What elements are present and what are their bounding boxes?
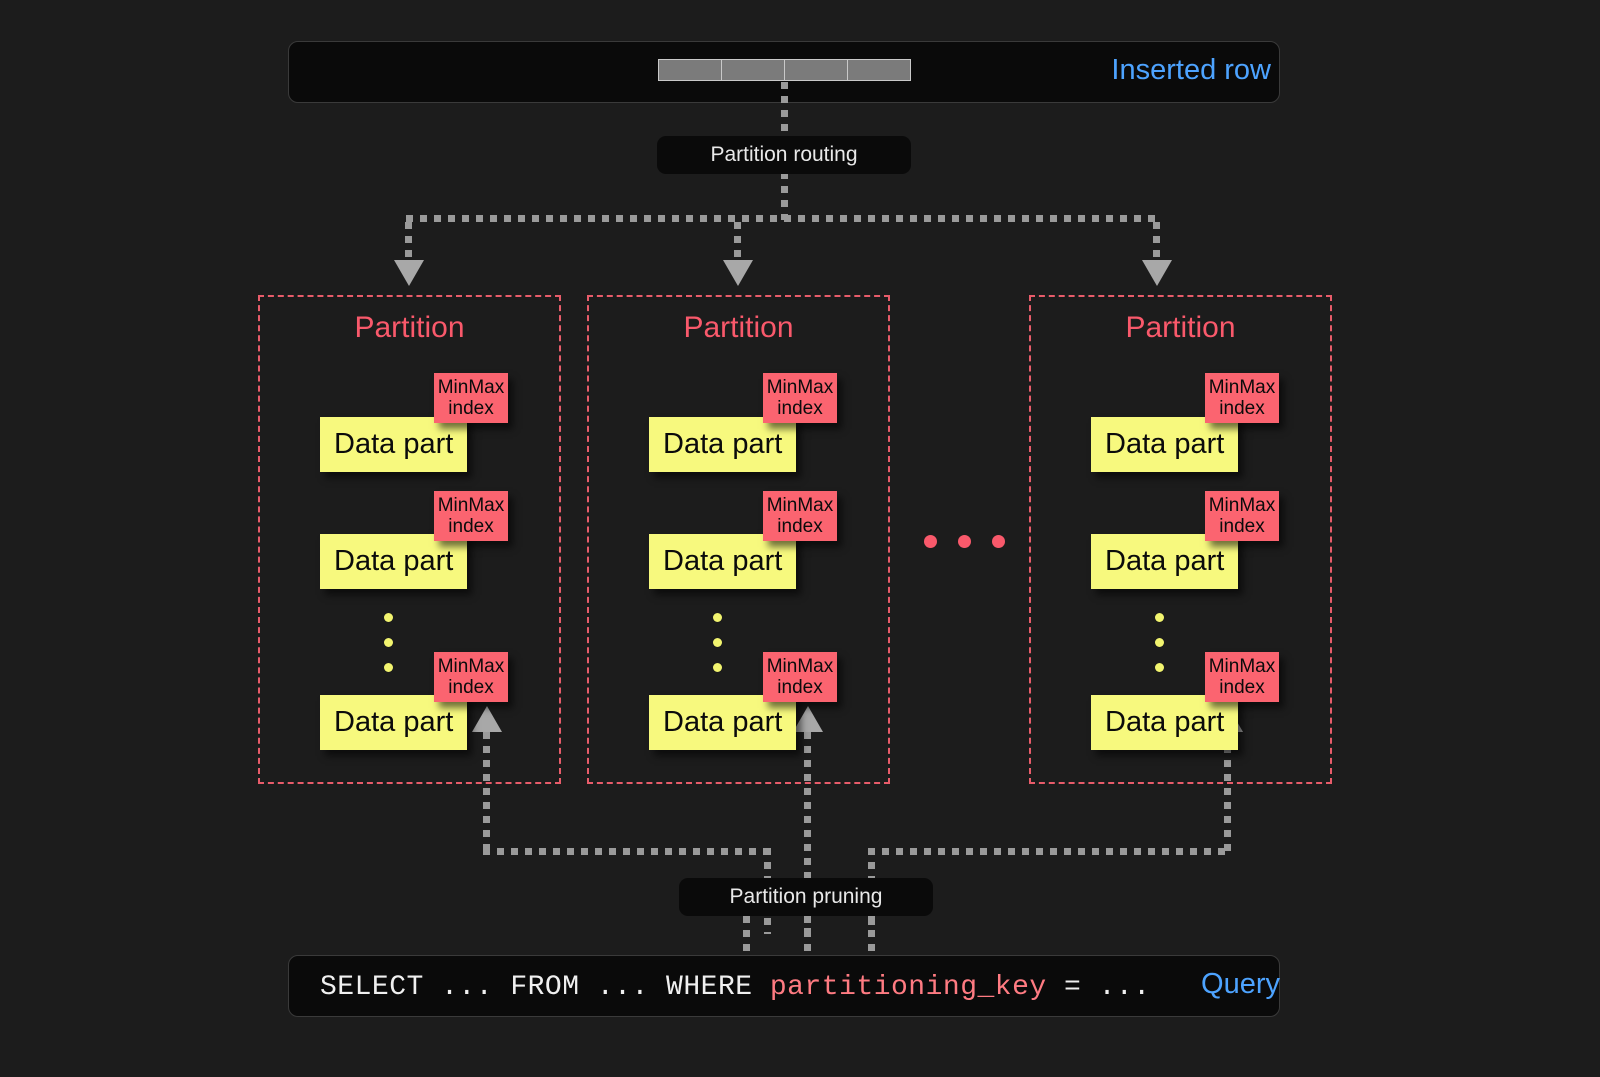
partition-3: Partition Data part MinMax index Data pa…	[1029, 295, 1332, 784]
partition-2-parts-ellipsis	[713, 613, 722, 688]
query-bar	[288, 955, 1280, 1017]
partition-pruning-box: Partition pruning	[679, 878, 933, 916]
query-label: Query	[1201, 968, 1280, 1000]
arrow-up-partition-2	[793, 706, 823, 732]
partition-2-minmax-index-3: MinMax index	[763, 652, 837, 702]
arrow-down-partition-3	[1142, 260, 1172, 286]
query-prefix: SELECT ... FROM ... WHERE	[320, 972, 770, 1003]
partition-3-data-part-3: Data part	[1091, 695, 1238, 750]
connector-bus-to-partition-3	[1153, 222, 1160, 264]
partition-routing-box: Partition routing	[657, 136, 911, 174]
partition-3-title: Partition	[1125, 311, 1236, 344]
query-text: SELECT ... FROM ... WHERE partitioning_k…	[320, 972, 1151, 1003]
minmax-line-1: MinMax	[437, 376, 505, 398]
partition-pruning-label: Partition pruning	[729, 885, 883, 908]
minmax-line-1: MinMax	[1208, 376, 1276, 398]
minmax-line-2: index	[448, 398, 494, 419]
ellipsis-dot	[992, 535, 1005, 548]
pruning-collector-left	[483, 848, 771, 855]
connector-partition-3-to-pruning	[1224, 732, 1231, 854]
ellipsis-dot	[1155, 613, 1164, 622]
minmax-line-1: MinMax	[437, 655, 505, 677]
partition-2-data-part-1: Data part	[649, 417, 796, 472]
connector-routing-to-bus	[781, 172, 788, 220]
partition-1-minmax-index-2: MinMax index	[434, 491, 508, 541]
connector-pruning-to-query-center	[804, 916, 811, 952]
partition-2-minmax-index-1: MinMax index	[763, 373, 837, 423]
minmax-line-1: MinMax	[766, 494, 834, 516]
partition-3-data-part-1: Data part	[1091, 417, 1238, 472]
partition-routing-label: Partition routing	[710, 143, 858, 166]
partition-1: Partition Data part MinMax index Data pa…	[258, 295, 561, 784]
minmax-line-1: MinMax	[1208, 494, 1276, 516]
partition-3-data-part-2: Data part	[1091, 534, 1238, 589]
ellipsis-dot	[1155, 638, 1164, 647]
partition-3-minmax-index-1: MinMax index	[1205, 373, 1279, 423]
partition-1-data-part-1: Data part	[320, 417, 467, 472]
ellipsis-dot	[713, 663, 722, 672]
partition-2-data-part-2: Data part	[649, 534, 796, 589]
minmax-line-2: index	[1219, 677, 1265, 698]
ellipsis-dot	[958, 535, 971, 548]
arrow-up-partition-1	[472, 706, 502, 732]
connector-pruning-to-query-right	[868, 916, 875, 952]
partition-2-data-part-3: Data part	[649, 695, 796, 750]
ellipsis-dot	[384, 613, 393, 622]
pruning-collector-right	[868, 848, 1231, 855]
minmax-line-1: MinMax	[766, 376, 834, 398]
connector-partition-2-to-pruning	[804, 732, 811, 934]
partition-1-minmax-index-3: MinMax index	[434, 652, 508, 702]
minmax-line-2: index	[777, 398, 823, 419]
minmax-line-2: index	[777, 677, 823, 698]
partition-1-minmax-index-1: MinMax index	[434, 373, 508, 423]
inserted-row-label: Inserted row	[1111, 54, 1271, 86]
partitions-ellipsis	[924, 535, 1005, 548]
connector-partition-1-to-pruning	[483, 732, 490, 854]
partition-1-data-part-3: Data part	[320, 695, 467, 750]
connector-bus-to-partition-2	[734, 222, 741, 264]
partition-1-data-part-2: Data part	[320, 534, 467, 589]
ellipsis-dot	[924, 535, 937, 548]
query-suffix: = ...	[1046, 972, 1151, 1003]
row-cell	[658, 59, 722, 81]
inserted-row-cells	[658, 59, 911, 81]
minmax-line-2: index	[448, 677, 494, 698]
partition-2: Partition Data part MinMax index Data pa…	[587, 295, 890, 784]
routing-fanout-bus	[406, 215, 1161, 222]
connector-row-to-routing	[781, 82, 788, 138]
row-cell	[721, 59, 785, 81]
minmax-line-1: MinMax	[766, 655, 834, 677]
minmax-line-2: index	[1219, 516, 1265, 537]
minmax-line-2: index	[448, 516, 494, 537]
ellipsis-dot	[1155, 663, 1164, 672]
ellipsis-dot	[384, 663, 393, 672]
row-cell	[847, 59, 911, 81]
minmax-line-1: MinMax	[1208, 655, 1276, 677]
query-partitioning-key: partitioning_key	[769, 972, 1047, 1003]
arrow-down-partition-1	[394, 260, 424, 286]
connector-bus-to-partition-1	[405, 222, 412, 264]
partition-2-title: Partition	[683, 311, 794, 344]
ellipsis-dot	[713, 613, 722, 622]
row-cell	[784, 59, 848, 81]
partition-2-minmax-index-2: MinMax index	[763, 491, 837, 541]
minmax-line-2: index	[777, 516, 823, 537]
connector-pruning-to-query-left	[743, 916, 750, 952]
ellipsis-dot	[713, 638, 722, 647]
partition-3-parts-ellipsis	[1155, 613, 1164, 688]
minmax-line-2: index	[1219, 398, 1265, 419]
arrow-down-partition-2	[723, 260, 753, 286]
minmax-line-1: MinMax	[437, 494, 505, 516]
partition-3-minmax-index-3: MinMax index	[1205, 652, 1279, 702]
ellipsis-dot	[384, 638, 393, 647]
partition-3-minmax-index-2: MinMax index	[1205, 491, 1279, 541]
partition-1-title: Partition	[354, 311, 465, 344]
partition-1-parts-ellipsis	[384, 613, 393, 688]
